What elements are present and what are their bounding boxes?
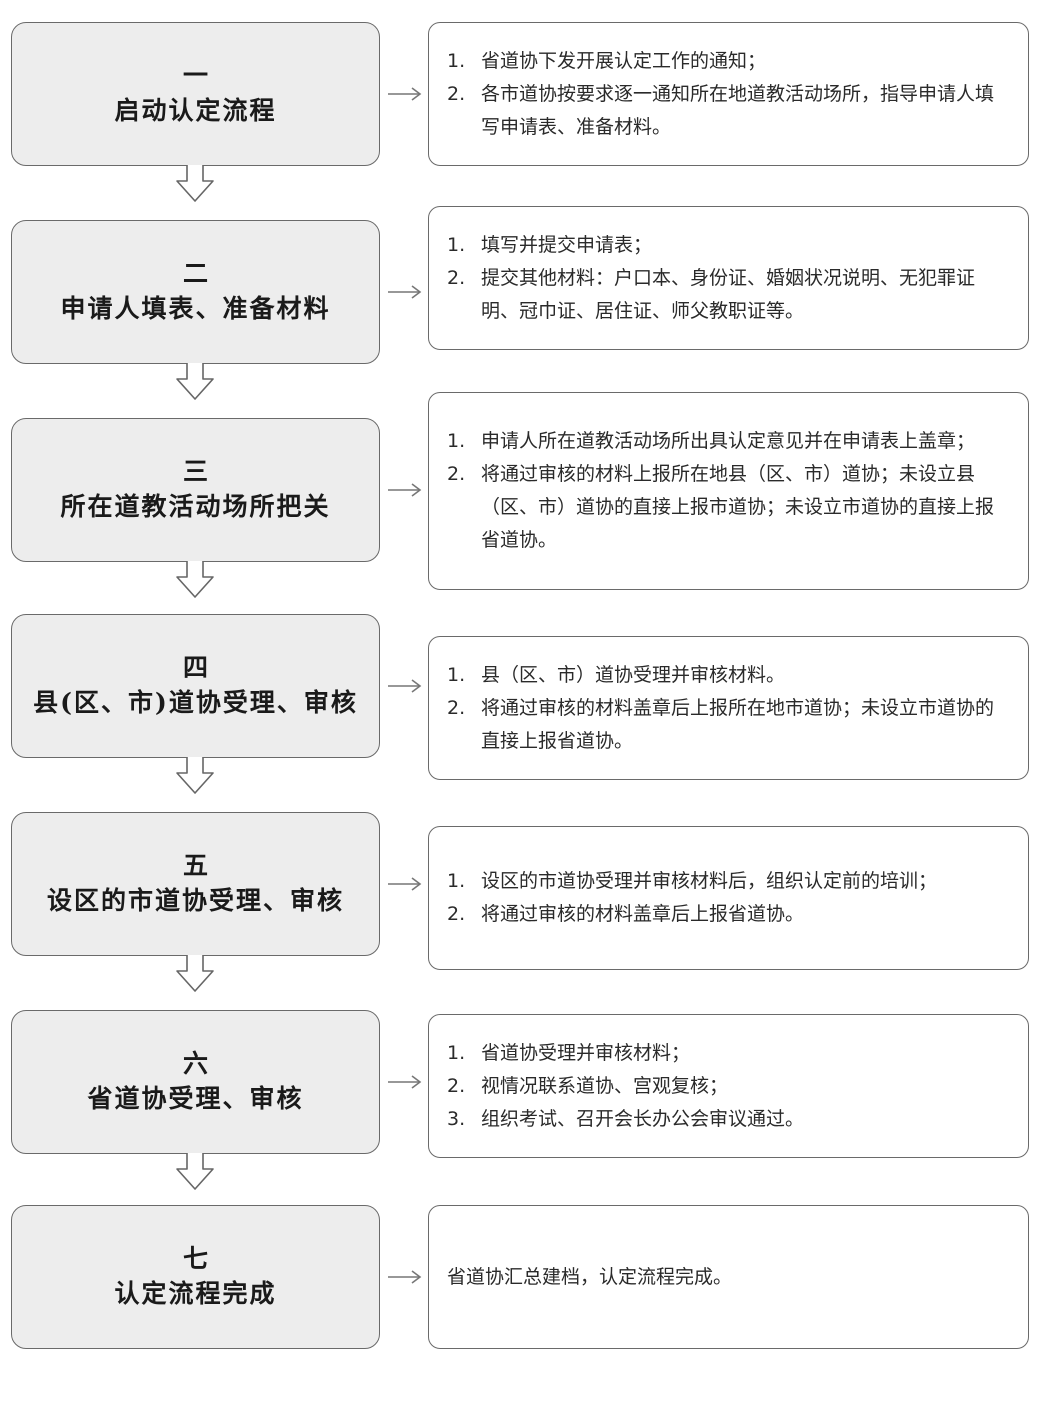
detail-marker: 1. [447, 663, 466, 686]
detail-item: 1. 设区的市道协受理并审核材料后，组织认定前的培训； [447, 865, 1012, 898]
down-arrow-icon [176, 955, 214, 992]
step-title: 县(区、市)道协受理、审核 [33, 688, 358, 717]
detail-item: 省道协汇总建档，认定流程完成。 [447, 1261, 1012, 1294]
detail-marker: 3. [447, 1107, 466, 1130]
right-arrow-icon [388, 877, 422, 891]
detail-text: 省道协受理并审核材料； [481, 1041, 691, 1064]
step-box: 四县(区、市)道协受理、审核 [11, 614, 380, 758]
step-title: 认定流程完成 [114, 1279, 277, 1308]
step-detail-box: 1. 县（区、市）道协受理并审核材料。 2. 将通过审核的材料盖章后上报所在地市道协；… [428, 636, 1029, 780]
down-arrow-icon [176, 165, 214, 202]
detail-item: 2. 将通过审核的材料盖章后上报省道协。 [447, 898, 1012, 931]
detail-marker: 1. [447, 49, 466, 72]
detail-text: 各市道协按要求逐一通知所在地道教活动场所，指导申请人填写申请表、准备材料。 [481, 82, 995, 138]
detail-item: 1. 申请人所在道教活动场所出具认定意见并在申请表上盖章； [447, 425, 1012, 458]
right-arrow-icon [388, 1075, 422, 1089]
right-arrow-icon [388, 483, 422, 497]
detail-marker: 2. [447, 463, 466, 485]
step-title: 所在道教活动场所把关 [60, 492, 331, 521]
step-title: 省道协受理、审核 [87, 1084, 304, 1113]
detail-item: 3. 组织考试、召开会长办公会审议通过。 [447, 1103, 1012, 1136]
right-arrow-icon [388, 679, 422, 693]
step-number: 七 [182, 1244, 208, 1273]
detail-item: 2. 视情况联系道协、宫观复核； [447, 1070, 1012, 1103]
detail-text: 填写并提交申请表； [481, 233, 653, 256]
step-box: 二申请人填表、准备材料 [11, 220, 380, 364]
detail-item: 2. 各市道协按要求逐一通知所在地道教活动场所，指导申请人填写申请表、准备材料。 [447, 78, 1012, 144]
detail-item: 2. 将通过审核的材料盖章后上报所在地市道协；未设立市道协的直接上报省道协。 [447, 692, 1012, 758]
detail-marker: 1. [447, 870, 466, 892]
step-detail-box: 1. 设区的市道协受理并审核材料后，组织认定前的培训； 2. 将通过审核的材料盖章后上… [428, 826, 1029, 970]
detail-text: 将通过审核的材料盖章后上报所在地市道协；未设立市道协的直接上报省道协。 [481, 696, 995, 752]
down-arrow-icon [176, 1153, 214, 1190]
step-detail-box: 1. 省道协受理并审核材料； 2. 视情况联系道协、宫观复核； 3. 组织考试、召开会长办… [428, 1014, 1029, 1158]
step-title: 设区的市道协受理、审核 [46, 886, 344, 915]
detail-text: 将通过审核的材料上报所在地县（区、市）道协；未设立县（区、市）道协的直接上报市道… [481, 463, 995, 551]
detail-text: 设区的市道协受理并审核材料后，组织认定前的培训； [481, 870, 938, 892]
right-arrow-icon [388, 1270, 422, 1284]
detail-text: 视情况联系道协、宫观复核； [481, 1074, 729, 1097]
detail-item: 1. 省道协下发开展认定工作的通知； [447, 45, 1012, 78]
detail-marker: 2. [447, 266, 466, 289]
detail-marker: 2. [447, 82, 466, 105]
step-box: 一启动认定流程 [11, 22, 380, 166]
detail-text: 县（区、市）道协受理并审核材料。 [481, 663, 786, 686]
step-detail-box: 1. 申请人所在道教活动场所出具认定意见并在申请表上盖章； 2. 将通过审核的材料上报… [428, 392, 1029, 590]
detail-text: 将通过审核的材料盖章后上报省道协。 [481, 903, 805, 925]
detail-text: 提交其他材料：户口本、身份证、婚姻状况说明、无犯罪证明、冠巾证、居住证、师父教职… [481, 266, 976, 322]
step-number: 五 [182, 851, 208, 880]
step-box: 三所在道教活动场所把关 [11, 418, 380, 562]
detail-marker: 2. [447, 1074, 466, 1097]
step-box: 六省道协受理、审核 [11, 1010, 380, 1154]
detail-item: 1. 省道协受理并审核材料； [447, 1037, 1012, 1070]
detail-item: 1. 县（区、市）道协受理并审核材料。 [447, 659, 1012, 692]
down-arrow-icon [176, 561, 214, 598]
detail-marker: 1. [447, 233, 466, 256]
detail-text: 申请人所在道教活动场所出具认定意见并在申请表上盖章； [481, 430, 976, 452]
step-detail-box: 1. 填写并提交申请表； 2. 提交其他材料：户口本、身份证、婚姻状况说明、无犯罪证明… [428, 206, 1029, 350]
right-arrow-icon [388, 87, 422, 101]
step-number: 一 [182, 61, 208, 90]
step-detail-box: 省道协汇总建档，认定流程完成。 [428, 1205, 1029, 1349]
down-arrow-icon [176, 363, 214, 400]
right-arrow-icon [388, 285, 422, 299]
step-detail-box: 1. 省道协下发开展认定工作的通知； 2. 各市道协按要求逐一通知所在地道教活动场所，… [428, 22, 1029, 166]
detail-text: 省道协汇总建档，认定流程完成。 [447, 1265, 733, 1288]
step-box: 五设区的市道协受理、审核 [11, 812, 380, 956]
step-number: 三 [182, 457, 208, 486]
step-title: 申请人填表、准备材料 [60, 294, 331, 323]
detail-marker: 2. [447, 903, 466, 925]
detail-item: 1. 填写并提交申请表； [447, 229, 1012, 262]
detail-marker: 1. [447, 430, 466, 452]
detail-text: 省道协下发开展认定工作的通知； [481, 49, 767, 72]
step-number: 四 [182, 653, 208, 682]
step-box: 七认定流程完成 [11, 1205, 380, 1349]
step-number: 六 [182, 1049, 208, 1078]
down-arrow-icon [176, 757, 214, 794]
detail-item: 2. 提交其他材料：户口本、身份证、婚姻状况说明、无犯罪证明、冠巾证、居住证、师父… [447, 262, 1012, 328]
step-title: 启动认定流程 [114, 96, 277, 125]
detail-text: 组织考试、召开会长办公会审议通过。 [481, 1107, 805, 1130]
detail-marker: 2. [447, 696, 466, 719]
step-number: 二 [182, 259, 208, 288]
detail-marker: 1. [447, 1041, 466, 1064]
detail-item: 2. 将通过审核的材料上报所在地县（区、市）道协；未设立县（区、市）道协的直接上报… [447, 458, 1012, 557]
